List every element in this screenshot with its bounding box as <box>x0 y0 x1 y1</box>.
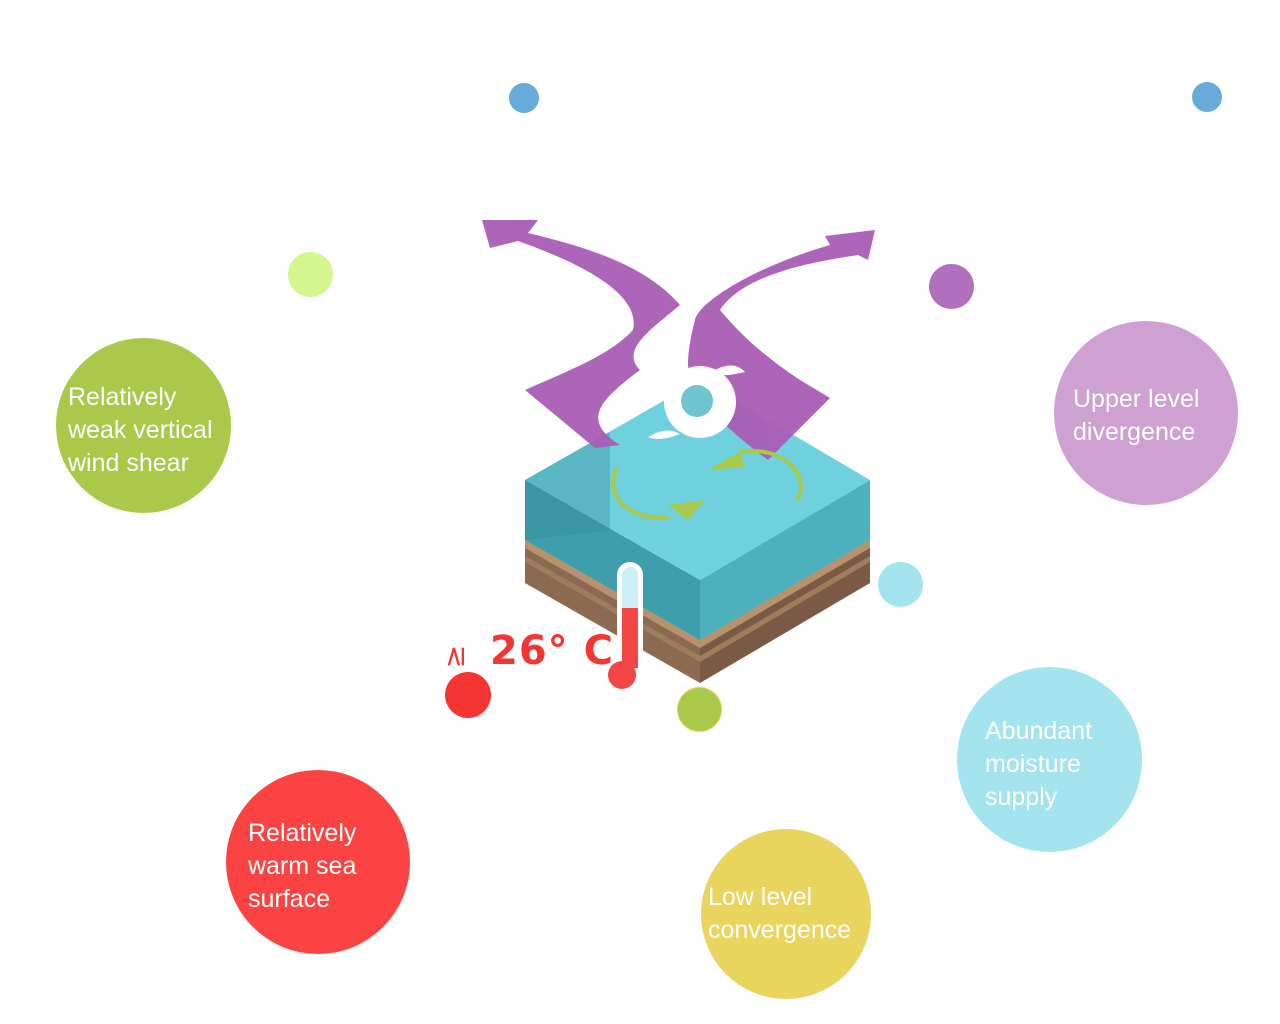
connector-dot-blue-2 <box>1192 82 1222 112</box>
factor-line: Abundant <box>985 717 1093 745</box>
factor-line: Relatively <box>68 383 177 411</box>
factor-line: Upper level <box>1073 385 1200 413</box>
factor-bubble-warm-sea: Relatively warm sea surface <box>226 770 410 954</box>
connector-dot-green <box>677 687 722 732</box>
factor-bubble-convergence: Low level convergence <box>701 829 871 999</box>
factor-bubble-wind-shear: Relatively weak vertical wind shear <box>56 338 231 513</box>
thermometer-icon <box>608 562 643 689</box>
factor-line: surface <box>248 885 330 913</box>
factor-line: Relatively <box>248 819 357 847</box>
factor-line: wind shear <box>68 449 189 477</box>
factor-line: Low level <box>708 883 813 911</box>
connector-dot-red <box>445 672 491 718</box>
factor-line: convergence <box>708 916 852 944</box>
circulation-arrowhead-1 <box>668 500 705 520</box>
factor-line: warm sea <box>248 852 357 880</box>
factor-line: moisture <box>985 750 1081 778</box>
soil-layers-icon <box>525 540 870 683</box>
connector-dot-purple <box>929 264 974 309</box>
factor-line: divergence <box>1073 418 1196 446</box>
greater-equal-sign: ≥ <box>438 644 472 669</box>
factor-line: supply <box>985 783 1058 811</box>
connector-dot-lime <box>288 252 333 297</box>
circulation-arrowhead-2 <box>708 452 745 470</box>
tropical-cyclone-icon <box>648 365 745 439</box>
temperature-label: 26° C <box>490 628 614 674</box>
circulation-arrows-icon <box>611 449 803 521</box>
factor-bubble-moisture: Abundant moisture supply <box>957 667 1142 852</box>
factor-bubble-divergence: Upper level divergence <box>1054 321 1238 505</box>
connector-dot-cyan <box>878 562 923 607</box>
factor-line: weak vertical <box>68 416 213 444</box>
connector-dot-blue-1 <box>509 83 539 113</box>
